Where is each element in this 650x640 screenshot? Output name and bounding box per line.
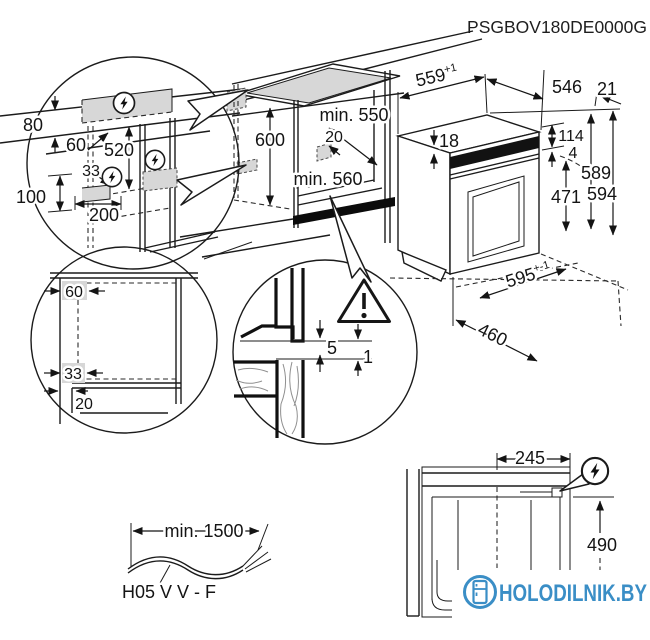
- power-connection-icon: [580, 456, 610, 486]
- oven-isometric: 559+1 546 21 18 114 4 471 589 594 595+-1…: [389, 59, 629, 362]
- cable-type-label: H05 V V - F: [122, 582, 216, 602]
- dim-594-label: 594: [587, 184, 617, 204]
- dim-front-33-label: 33: [64, 366, 82, 383]
- dim-gap-5-label: 5: [327, 338, 337, 358]
- dim-cable-length-label: min. 1500: [164, 521, 243, 541]
- power-connection-icon: [144, 149, 166, 171]
- power-connection-icon: [112, 91, 136, 115]
- cabinet-wood-section: [234, 360, 305, 438]
- dim-33-label: 33: [82, 163, 100, 180]
- cabinet-niche: 600 min. 550 20 min. 560: [179, 70, 395, 260]
- oven-foot: [401, 250, 447, 282]
- callout-wedge-gap: [329, 195, 372, 283]
- power-connection-icon: [101, 166, 123, 188]
- dim-gap-1-label: 1: [363, 347, 373, 367]
- power-cable: [127, 556, 244, 576]
- dim-18-label: 18: [439, 131, 459, 151]
- logo-text: HOLODILNIK.BY: [499, 580, 647, 607]
- dim-520-label: 520: [104, 140, 134, 160]
- hob-cutout: [236, 63, 401, 107]
- detail-circle-connection-spaces: 80 60 520 33 100 200: [13, 56, 240, 270]
- logo: HOLODILNIK.BY: [463, 575, 647, 609]
- dim-20-label: 20: [325, 129, 343, 146]
- dim-245-label: 245: [515, 448, 545, 468]
- dim-4-label: 4: [569, 145, 578, 162]
- dim-600-label: 600: [255, 130, 285, 150]
- power-cable-figure: min. 1500 H05 V V - F: [119, 519, 272, 605]
- dim-min550-label: min. 550: [319, 105, 388, 125]
- callout-wedge-connection: [176, 164, 247, 206]
- oven-front-face: [449, 131, 540, 275]
- dim-490-label: 490: [587, 535, 617, 555]
- dim-80-label: 80: [23, 115, 43, 135]
- dim-front-60-label: 60: [65, 284, 83, 301]
- connection-zone-lower: [236, 158, 258, 175]
- rear-view-figure: 245 490: [406, 446, 620, 618]
- oven-door-window: [467, 175, 525, 263]
- dim-21-label: 21: [597, 79, 617, 99]
- detail-circle-front-view: 60 33 20: [30, 246, 218, 434]
- dim-front-20-label: 20: [75, 396, 93, 413]
- dim-114-label: 114: [558, 128, 584, 145]
- connection-box-mid: [142, 167, 178, 192]
- dim-471-label: 471: [551, 187, 581, 207]
- dim-100-label: 100: [16, 187, 46, 207]
- dim-200-label: 200: [89, 205, 119, 225]
- connection-box-low: [82, 185, 110, 202]
- dim-559-label: 559+1: [414, 62, 460, 91]
- dim-min560-label: min. 560: [293, 169, 362, 189]
- anti-tilt-strip: [293, 197, 395, 225]
- dim-589-label: 589: [581, 163, 611, 183]
- connection-zone-niche: [316, 142, 332, 162]
- warning-icon: [337, 278, 391, 323]
- connection-box-front-low: [62, 363, 85, 383]
- connection-box-front-top: [62, 281, 87, 300]
- oven-control-band: [450, 136, 539, 169]
- dim-546-label: 546: [552, 77, 582, 97]
- model-title: PSGBOV180DE0000G: [467, 17, 647, 37]
- mains-terminal-box: [551, 487, 563, 498]
- detail-circle-door-gap: 5 1: [232, 259, 418, 445]
- callout-wedge-hob: [187, 89, 249, 131]
- dim-60-label: 60: [66, 135, 86, 155]
- fridge-logo-icon: [463, 575, 497, 609]
